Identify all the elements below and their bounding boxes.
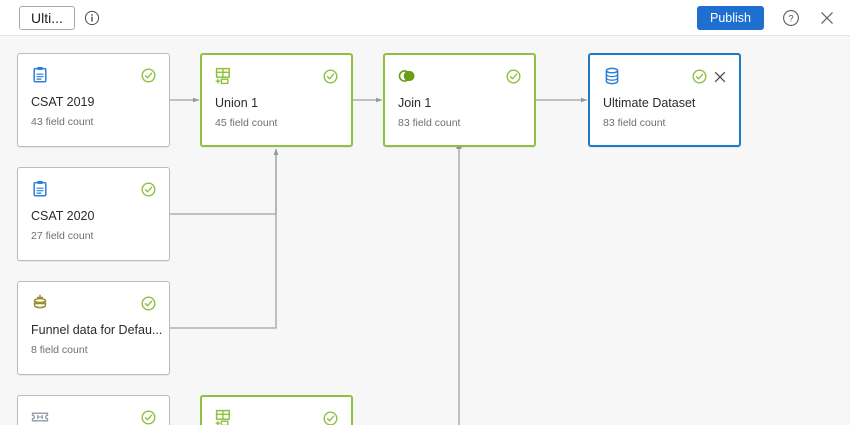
check-circle-icon[interactable] [141, 295, 156, 311]
clipboard-icon [31, 66, 49, 84]
check-circle-icon[interactable] [141, 409, 156, 425]
node-close-icon[interactable] [714, 70, 726, 83]
node-field-count: 27 field count [31, 230, 94, 242]
clipboard-icon [31, 180, 49, 198]
node-actions [141, 67, 156, 83]
node-title: CSAT 2020 [31, 209, 95, 223]
check-circle-icon[interactable] [323, 68, 338, 84]
node-header [18, 396, 169, 425]
node-header [202, 397, 351, 425]
check-circle-icon[interactable] [141, 67, 156, 83]
node-title: Union 1 [215, 96, 259, 110]
edge-join-down-cap [456, 145, 462, 149]
node-header [18, 282, 169, 313]
node-card-join-1[interactable]: Join 1 83 field count [383, 53, 536, 147]
header-actions: Publish ? [697, 5, 836, 30]
node-actions [323, 68, 338, 84]
svg-text:?: ? [788, 13, 793, 24]
check-circle-icon[interactable] [506, 68, 521, 84]
node-header [590, 55, 739, 86]
node-actions [141, 409, 156, 425]
node-field-count: 43 field count [31, 116, 94, 128]
union-icon [215, 409, 233, 425]
node-card-union-1[interactable]: Union 1 45 field count [200, 53, 353, 147]
join-venn-icon [398, 67, 416, 85]
node-card-csat-2020[interactable]: CSAT 2020 27 field count [17, 167, 170, 261]
node-header [18, 168, 169, 199]
union-icon [215, 67, 233, 85]
check-circle-icon[interactable] [141, 181, 156, 197]
node-title: Join 1 [398, 96, 432, 110]
flow-title-button[interactable]: Ulti... [19, 5, 75, 30]
node-title: Funnel data for Defau... [31, 323, 163, 337]
node-card-partial-union[interactable] [200, 395, 353, 425]
edge-funnel-union [170, 149, 279, 329]
info-circle-icon[interactable] [84, 10, 100, 26]
database-icon [603, 67, 621, 85]
connector-edges [170, 97, 587, 425]
node-field-count: 83 field count [603, 117, 666, 129]
publish-button[interactable]: Publish [697, 5, 764, 30]
node-card-funnel-data[interactable]: Funnel data for Defau... 8 field count [17, 281, 170, 375]
table-ticket-icon [31, 408, 49, 425]
node-actions [506, 68, 521, 84]
node-actions [323, 411, 338, 425]
node-field-count: 83 field count [398, 117, 461, 129]
node-actions [141, 181, 156, 197]
check-circle-icon[interactable] [323, 411, 338, 425]
node-title: CSAT 2019 [31, 95, 95, 109]
node-card-partial-source[interactable] [17, 395, 170, 425]
node-actions [141, 295, 156, 311]
node-header [385, 55, 534, 86]
help-circle-icon[interactable]: ? [782, 9, 800, 27]
node-card-csat-2019[interactable]: CSAT 2019 43 field count [17, 53, 170, 147]
node-title: Ultimate Dataset [603, 96, 696, 110]
node-field-count: 45 field count [215, 117, 278, 129]
check-circle-icon[interactable] [692, 68, 707, 84]
app-header: Ulti... Publish ? [0, 0, 850, 36]
node-actions [692, 68, 726, 84]
flow-canvas[interactable]: CSAT 2019 43 field count Union 1 45 field … [0, 36, 850, 425]
edge-csat2020-union [170, 149, 279, 215]
close-icon[interactable] [818, 9, 836, 27]
funnel-icon [31, 294, 49, 312]
node-header [202, 55, 351, 86]
node-card-ultimate-dataset[interactable]: Ultimate Dataset 83 field count [588, 53, 741, 147]
node-field-count: 8 field count [31, 344, 88, 356]
node-header [18, 54, 169, 85]
